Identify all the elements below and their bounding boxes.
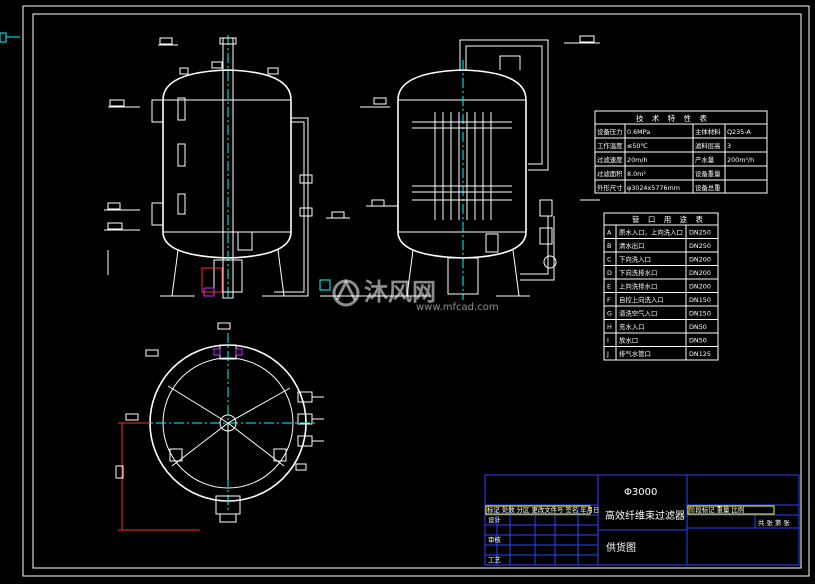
- nozzle-code: I: [607, 337, 609, 345]
- tech-table-rows: 设备压力 0.6MPa 主体材料 Q235-A 工作温度 ≤50℃ 滤料层高 3 过滤速度 20m…: [597, 127, 754, 192]
- tech-table-cell: 工作温度: [597, 141, 623, 150]
- fiber-bundles: [412, 112, 512, 220]
- title-block-middle-header: 阶段标记 重量 比例: [689, 505, 744, 514]
- vessel-diameter: Φ3000: [624, 487, 657, 498]
- title-block-left-header: 标记 处数 分区 更改文件号 签名 年月日: [487, 505, 599, 514]
- tech-table-cell: 过滤面积: [597, 169, 623, 178]
- nozzle-code: C: [607, 256, 612, 264]
- nozzle-code: A: [607, 229, 612, 237]
- nozzle-purpose: 放水口: [619, 336, 638, 345]
- tech-table-cell: 0.6MPa: [627, 128, 650, 136]
- tech-table-title: 技 术 特 性 表: [636, 113, 710, 123]
- title-block: 标记 处数 分区 更改文件号 签名 年月日 设计 审核 工艺 阶段标记 重量 比…: [484, 474, 800, 566]
- nozzle-table-title: 管 口 用 途 表: [632, 214, 706, 224]
- nozzle-code: H: [607, 323, 612, 331]
- nozzle-size: DN125: [689, 350, 711, 358]
- nozzle-code: J: [606, 350, 609, 358]
- tech-table-cell: Q235-A: [727, 128, 751, 136]
- tech-table-cell: 设备压力: [597, 127, 623, 136]
- nozzle-purpose: 下向洗排水口: [619, 268, 657, 277]
- nozzle-size: DN150: [689, 296, 711, 304]
- vessel-section-view: [319, 35, 600, 300]
- tech-table-cell: 8.0m²: [627, 170, 646, 178]
- nozzle-size: DN250: [689, 242, 711, 250]
- nozzle-size: DN150: [689, 310, 711, 318]
- tech-table-cell: 200m³/h: [727, 156, 754, 164]
- nozzle-code: D: [607, 269, 612, 277]
- watermark-brand: 沐风网: [364, 278, 436, 306]
- nozzle-purpose: 自控上向洗入口: [619, 295, 664, 304]
- nozzle-purpose: 充水入口: [619, 322, 645, 331]
- nozzle-purpose: 上向洗排水口: [619, 282, 657, 291]
- nozzle-code: F: [607, 296, 611, 304]
- tech-table-cell: 产水量: [695, 155, 715, 164]
- nozzle-code: E: [607, 283, 611, 291]
- nozzle-size: DN200: [689, 283, 711, 291]
- drawing-type: 供货图: [606, 541, 636, 554]
- nozzle-purpose: 清水出口: [619, 241, 645, 250]
- nozzle-size: DN50: [689, 323, 707, 331]
- tech-table-cell: 20m/h: [627, 156, 648, 164]
- watermark: 沐风网 www.mfcad.com: [332, 278, 499, 313]
- vessel-front-view: [104, 35, 313, 300]
- tech-table-cell: φ3024x5776mm: [627, 184, 680, 192]
- nozzle-size: DN50: [689, 337, 707, 345]
- title-block-row-check: 审核: [488, 535, 501, 544]
- nozzle-purpose: 下向洗入口: [619, 255, 651, 264]
- nozzle-code: G: [607, 310, 612, 318]
- nozzle-purpose: 清洗空气入口: [619, 309, 657, 318]
- tech-table-cell: 滤料层高: [695, 141, 721, 150]
- tech-table-cell: 主体材料: [695, 127, 721, 136]
- tech-table-cell: ≤50℃: [627, 142, 648, 150]
- tech-table-cell: 外形尺寸: [597, 183, 623, 192]
- nozzle-purpose: 排气水管口: [619, 349, 651, 358]
- nozzle-code: B: [607, 242, 611, 250]
- tech-spec-table: 技 术 特 性 表: [594, 110, 768, 194]
- nozzle-size: DN200: [689, 256, 711, 264]
- nozzle-purpose: 原水入口，上向洗入口: [619, 228, 683, 237]
- nozzle-size: DN200: [689, 269, 711, 277]
- tech-table-cell: 过滤速度: [597, 155, 623, 164]
- tech-table-cell: 3: [727, 142, 731, 150]
- tech-table-cell: 设备重量: [695, 169, 721, 178]
- title-block-sheet: 共 张 第 张: [758, 518, 790, 527]
- watermark-url: www.mfcad.com: [416, 302, 499, 313]
- equipment-name: 高效纤维束过滤器: [605, 509, 685, 522]
- title-block-row-process: 工艺: [488, 556, 501, 564]
- vessel-plan-view: [115, 322, 324, 531]
- drawing-frame: [0, 5, 810, 577]
- tech-table-cell: 设备总重: [695, 183, 721, 192]
- nozzle-size: DN250: [689, 229, 711, 237]
- title-block-row-design: 设计: [488, 515, 501, 524]
